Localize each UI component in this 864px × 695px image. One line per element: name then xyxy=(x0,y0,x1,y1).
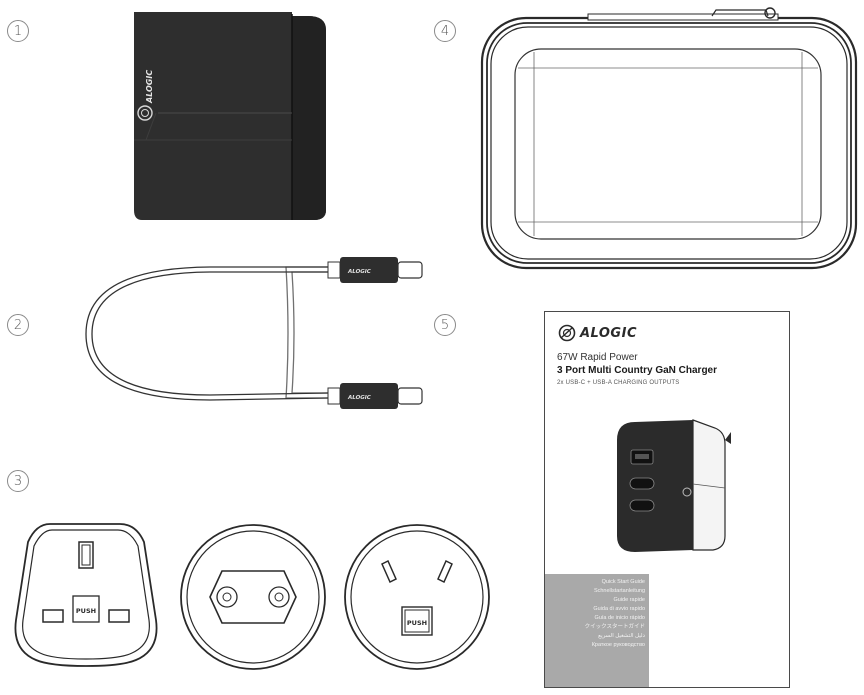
booklet-logo: ALOGIC xyxy=(558,324,637,342)
au-plug-adapter: PUSH xyxy=(342,515,492,675)
cable-brand-text-top: ALOGIC xyxy=(347,269,371,275)
booklet-subtitle: 67W Rapid Power xyxy=(557,352,638,363)
eu-plug-adapter xyxy=(178,515,328,675)
item-number-3: 3 xyxy=(7,470,29,492)
travel-case-illustration xyxy=(478,4,860,272)
item-number-2: 2 xyxy=(7,314,29,336)
booklet-charger-image xyxy=(605,410,735,565)
lang-line: Quick Start Guide xyxy=(601,579,645,585)
booklet-language-panel: Quick Start Guide Schnellstartanleitung … xyxy=(545,574,649,687)
lang-line: Guida di avvio rapido xyxy=(593,606,645,612)
uk-plug-adapter: PUSH xyxy=(12,520,160,668)
booklet-logo-text: ALOGIC xyxy=(580,325,637,341)
lang-line: Краткое руководство xyxy=(591,642,645,648)
usb-c-cable-illustration: ALOGIC ALOGIC xyxy=(80,248,425,423)
zipper-pull-icon xyxy=(711,7,776,19)
lang-line: Schnellstartanleitung xyxy=(593,588,645,594)
au-push-label: PUSH xyxy=(407,619,427,627)
lang-line: クイックスタートガイド xyxy=(584,624,645,630)
usb-c-connector-bottom: ALOGIC xyxy=(327,383,423,409)
quick-start-guide-booklet: ALOGIC 67W Rapid Power 3 Port Multi Coun… xyxy=(544,311,790,688)
item-number-5: 5 xyxy=(434,314,456,336)
item-number-1: 1 xyxy=(7,20,29,42)
cable-brand-text-bottom: ALOGIC xyxy=(347,395,371,401)
item-number-4: 4 xyxy=(434,20,456,42)
alogic-logo-icon xyxy=(558,324,576,342)
alogic-logo-icon xyxy=(137,105,153,121)
lang-line: Guía de inicio rápido xyxy=(594,615,645,621)
charger-illustration: ALOGIC xyxy=(128,10,333,225)
lang-line: Guide rapide xyxy=(613,597,646,603)
booklet-outputs: 2x USB-C + USB-A CHARGING OUTPUTS xyxy=(557,380,680,386)
charger-brand-text: ALOGIC xyxy=(145,70,154,104)
lang-line: دليل التشغيل السريع xyxy=(598,633,645,639)
uk-push-label: PUSH xyxy=(76,607,96,615)
booklet-title: 3 Port Multi Country GaN Charger xyxy=(557,365,718,376)
usb-c-connector-top: ALOGIC xyxy=(327,257,423,283)
